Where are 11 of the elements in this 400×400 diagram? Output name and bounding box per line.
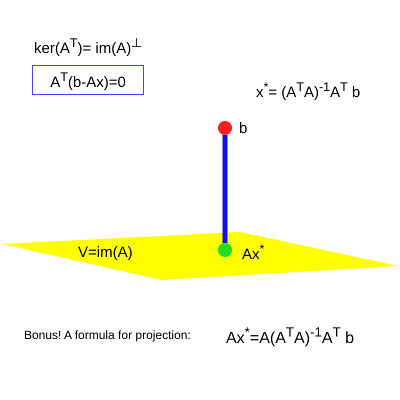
formula-label: Bonus! A formula for projection:: [24, 328, 191, 342]
formula-label: Ax$^{*}$=A(A$^{T}$A)$^{-1}$A$^{T}$ b: [226, 325, 354, 348]
point-label: Ax$^{*}$: [242, 242, 264, 263]
formula-text: A$^{T}$(b-Ax)=0: [50, 70, 126, 90]
formula-label: x$^{*}$= (A$^{T}$A)$^{-1}$A$^{T}$ b: [256, 80, 360, 101]
plane-label: V=im(A): [78, 244, 133, 261]
point-dot: [218, 121, 232, 135]
formula-label: ker(A$^{T}$)= im(A)$^{⊥}$: [34, 35, 142, 57]
point-label: b: [239, 120, 248, 137]
vertical-line: [222, 135, 228, 243]
formula-box: [32, 65, 144, 95]
